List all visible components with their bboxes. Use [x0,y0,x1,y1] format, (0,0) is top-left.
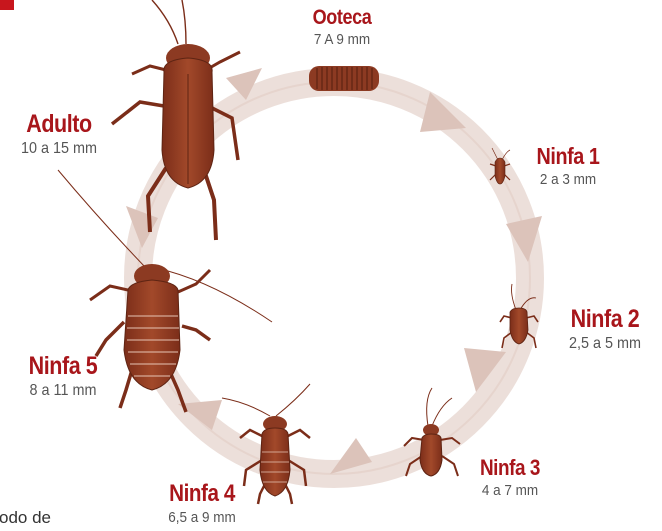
adulto-size: 10 a 15 mm [11,141,106,157]
ootheca-illustration [309,66,379,91]
label-ninfa-4: Ninfa 4 6,5 a 9 mm [150,482,254,525]
ninfa-4-size: 6,5 a 9 mm [155,510,249,525]
ninfa-2-title: Ninfa 2 [559,307,650,332]
label-ninfa-1: Ninfa 1 2 a 3 mm [520,145,616,187]
label-ninfa-3: Ninfa 3 4 a 7 mm [462,457,558,498]
adulto-title: Adulto [13,112,104,137]
label-ooteca: Ooteca 7 A 9 mm [296,7,388,47]
ninfa-4-title: Ninfa 4 [157,482,246,506]
ninfa-5-size: 8 a 11 mm [15,383,110,399]
ooteca-size: 7 A 9 mm [301,32,384,47]
cropped-text-fragment: odo de [0,508,51,528]
ninfa-1-size: 2 a 3 mm [525,172,611,187]
ninfa-3-size: 4 a 7 mm [467,483,553,498]
label-ninfa-5: Ninfa 5 8 a 11 mm [10,354,116,399]
label-ninfa-2: Ninfa 2 2,5 a 5 mm [552,307,658,352]
ninfa-3-title: Ninfa 3 [469,457,552,479]
ninfa-1-title: Ninfa 1 [527,145,610,168]
ninfa-2-size: 2,5 a 5 mm [557,336,652,352]
label-adulto: Adulto 10 a 15 mm [6,112,112,157]
ooteca-title: Ooteca [302,7,381,28]
ninfa-5-title: Ninfa 5 [17,354,108,379]
